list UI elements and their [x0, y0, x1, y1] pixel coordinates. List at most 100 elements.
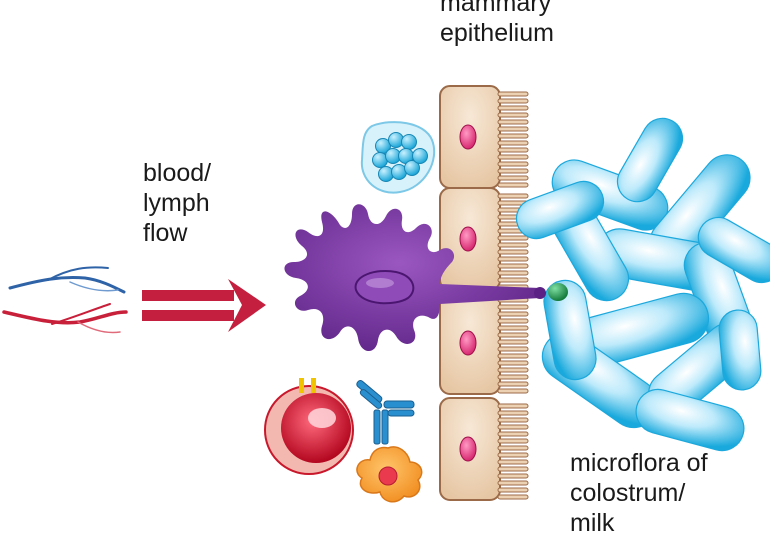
- flow-arrow-icon: [142, 279, 266, 332]
- antibody-arm-right-2: [387, 409, 415, 417]
- vein-main: [8, 276, 126, 294]
- microvillus: [497, 339, 529, 345]
- macrophage-nucleus: [378, 466, 398, 486]
- microvillus: [497, 98, 529, 104]
- bacteria-cluster-icon: [515, 117, 770, 452]
- vein-branch: [47, 266, 109, 281]
- dendritic-tip: [534, 287, 546, 299]
- microvillus: [497, 112, 529, 118]
- microvillus: [497, 249, 529, 255]
- artery-branch: [51, 303, 111, 325]
- microvillus: [497, 318, 529, 324]
- antigen-vesicle-icon: [360, 121, 436, 194]
- macrophage-icon: [356, 446, 423, 503]
- microvillus: [497, 161, 529, 167]
- label-line: blood/: [143, 159, 212, 187]
- antigen-icon: [548, 283, 568, 301]
- lymphocyte-receptor-right: [311, 378, 316, 393]
- dendritic-nucleus-highlight: [366, 278, 394, 288]
- microvillus: [497, 438, 529, 444]
- label-microflora: microflora of colostrum/ milk: [570, 448, 708, 538]
- microvillus: [497, 346, 529, 352]
- microvillus: [497, 304, 529, 310]
- epithelial-cell-icon: [439, 397, 529, 501]
- microvillus: [497, 459, 529, 465]
- antibody-stem-left: [373, 409, 381, 445]
- lymphocyte-receptor-left: [299, 378, 304, 393]
- antigen-particle: [412, 148, 428, 164]
- microvillus: [497, 91, 529, 97]
- microvillus: [497, 487, 529, 493]
- antibody-stem-right: [381, 409, 389, 445]
- antigen-particle: [378, 166, 394, 182]
- microvillus: [497, 417, 529, 423]
- blood-vessels-icon: [2, 266, 128, 334]
- microvillus: [497, 147, 529, 153]
- microvillus: [497, 360, 529, 366]
- epithelial-cell-icon: [439, 85, 529, 189]
- microvillus: [497, 445, 529, 451]
- microvillus: [497, 168, 529, 174]
- microvillus: [497, 311, 529, 317]
- lymphocyte-nucleus: [281, 393, 351, 463]
- microvillus: [497, 353, 529, 359]
- microvillus: [497, 182, 529, 188]
- microvillus: [497, 381, 529, 387]
- microvillus: [497, 388, 529, 394]
- microvillus: [497, 431, 529, 437]
- arrow-bar-bottom: [142, 310, 234, 321]
- microvillus: [497, 332, 529, 338]
- microvillus: [497, 154, 529, 160]
- cell-nucleus: [459, 436, 477, 462]
- microvillus: [497, 119, 529, 125]
- lymphocyte-highlight: [308, 408, 336, 428]
- label-line: milk: [570, 509, 615, 537]
- antigen-particle: [401, 134, 417, 150]
- artery-main: [2, 310, 128, 325]
- artery-branch-2: [77, 321, 121, 334]
- microvillus: [497, 473, 529, 479]
- cell-nucleus: [459, 330, 477, 356]
- microvillus: [497, 494, 529, 500]
- microbe-icon: [616, 117, 684, 203]
- microvillus: [497, 263, 529, 269]
- microbe-icon: [543, 279, 597, 381]
- antigen-particle: [388, 132, 404, 148]
- antibody-arm-left-2: [359, 389, 383, 409]
- microvillus: [497, 367, 529, 373]
- microvillus: [497, 105, 529, 111]
- microbe-icon: [635, 388, 745, 452]
- cell-nucleus: [459, 124, 477, 150]
- antibody-icon: [356, 380, 415, 445]
- microvillus: [497, 126, 529, 132]
- dendritic-cell-icon: [284, 204, 546, 352]
- microvillus: [497, 193, 529, 199]
- microvillus: [497, 466, 529, 472]
- label-line: microflora of: [570, 449, 708, 477]
- microvillus: [497, 133, 529, 139]
- microvillus: [497, 410, 529, 416]
- microvillus: [497, 175, 529, 181]
- microvillus: [497, 242, 529, 248]
- microvillus: [497, 452, 529, 458]
- cell-nucleus: [459, 226, 477, 252]
- epithelial-cell-icon: [439, 187, 529, 291]
- antigen-particle: [404, 160, 420, 176]
- microvillus: [497, 325, 529, 331]
- arrow-bar-top: [142, 290, 234, 301]
- label-line: lymph: [143, 189, 210, 217]
- dendritic-cell-body: [284, 204, 540, 352]
- vein-branch-2: [69, 281, 119, 292]
- label-line: epithelium: [440, 19, 554, 47]
- label-line: flow: [143, 219, 188, 247]
- lymphocyte-icon: [264, 378, 354, 475]
- microvillus: [497, 235, 529, 241]
- microvillus: [497, 140, 529, 146]
- epithelial-cell-icon: [439, 291, 529, 395]
- microvillus: [497, 403, 529, 409]
- microbe-icon: [718, 309, 762, 391]
- antibody-arm-right: [383, 400, 415, 409]
- microvillus: [497, 480, 529, 486]
- epithelium-column: [439, 85, 529, 501]
